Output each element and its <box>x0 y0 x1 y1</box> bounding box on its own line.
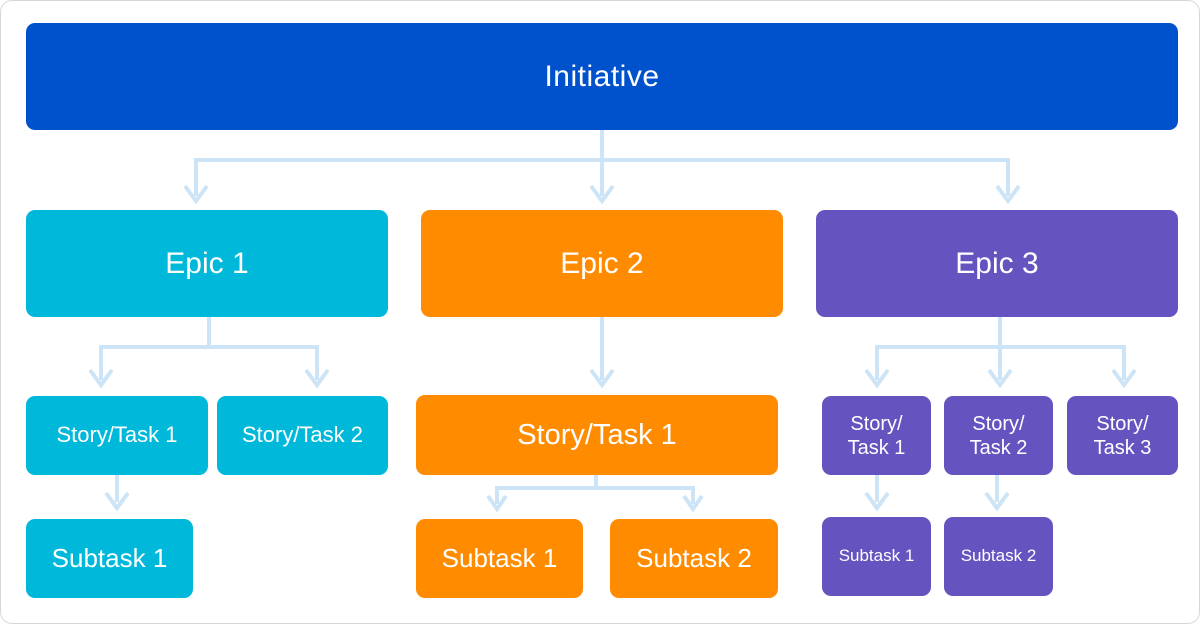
epic-3-subtask-1-label: Subtask 1 <box>838 546 915 566</box>
epic-1-story-1-node: Story/Task 1 <box>26 396 208 475</box>
epic-3-story-2-line-1: Story/ <box>972 412 1025 435</box>
epic-1-subtask-1-label: Subtask 1 <box>51 542 168 573</box>
epic-1-story-2-node: Story/Task 2 <box>217 396 388 475</box>
initiative-node: Initiative <box>26 23 1178 130</box>
epic-3-story-2-node: Story/ Task 2 <box>944 396 1053 475</box>
epic-2-subtask-2-label: Subtask 2 <box>636 542 752 573</box>
epic-3-story-2-line-2: Task 2 <box>969 436 1028 459</box>
epic-3-label: Epic 3 <box>955 246 1039 280</box>
epic-3-subtask-2-node: Subtask 2 <box>944 517 1053 596</box>
epic-2-subtask-2-node: Subtask 2 <box>610 519 778 598</box>
epic-3-node: Epic 3 <box>816 210 1178 317</box>
epic-3-story-3-line-1: Story/ <box>1096 412 1149 435</box>
epic-3-story-1-line-1: Story/ <box>850 412 903 435</box>
epic-3-subtask-2-label: Subtask 2 <box>960 546 1037 566</box>
epic-3-story-3-node: Story/ Task 3 <box>1067 396 1178 475</box>
epic-1-story-1-label: Story/Task 1 <box>56 422 178 448</box>
epic-3-story-1-node: Story/ Task 1 <box>822 396 931 475</box>
epic-1-node: Epic 1 <box>26 210 388 317</box>
epic-2-story-1-label: Story/Task 1 <box>517 418 677 451</box>
epic-3-story-3-line-2: Task 3 <box>1093 436 1152 459</box>
epic-1-label: Epic 1 <box>165 246 249 280</box>
initiative-label: Initiative <box>544 59 660 93</box>
epic-1-story-2-label: Story/Task 2 <box>241 422 364 448</box>
epic-2-story-1-node: Story/Task 1 <box>416 395 778 475</box>
epic-3-subtask-1-node: Subtask 1 <box>822 517 931 596</box>
epic-3-story-1-line-2: Task 1 <box>847 436 906 459</box>
epic-2-subtask-1-label: Subtask 1 <box>441 542 558 573</box>
epic-2-node: Epic 2 <box>421 210 783 317</box>
epic-2-subtask-1-node: Subtask 1 <box>416 519 583 598</box>
epic-1-subtask-1-node: Subtask 1 <box>26 519 193 598</box>
epic-2-label: Epic 2 <box>560 246 644 280</box>
